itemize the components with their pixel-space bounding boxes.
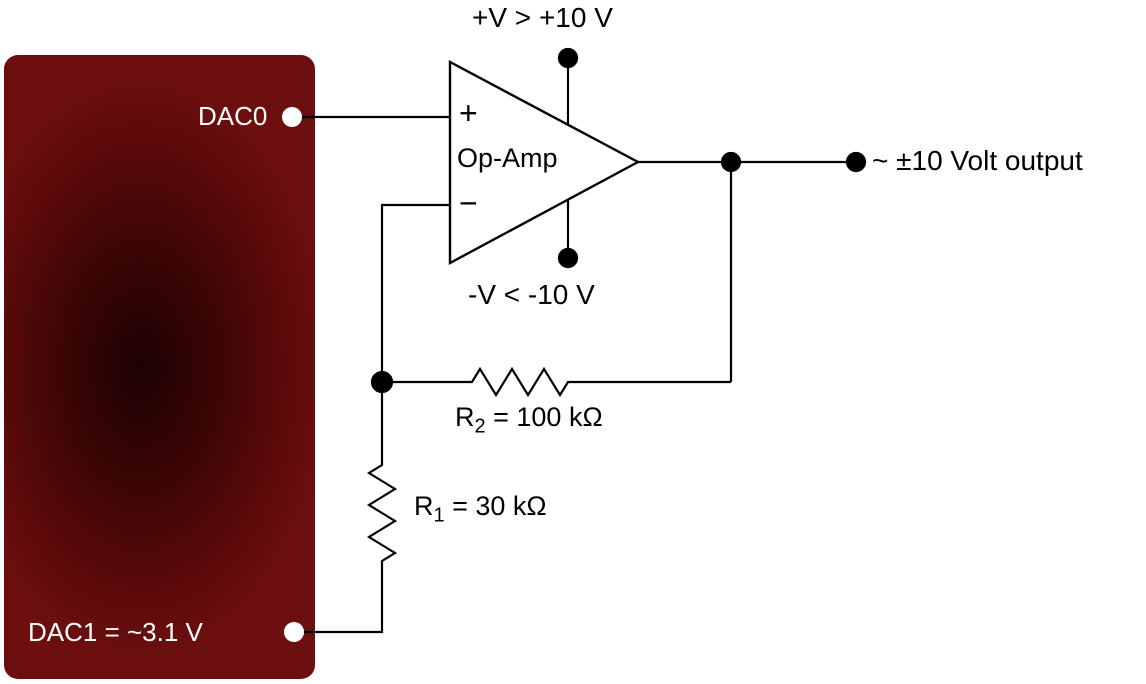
dac0-terminal xyxy=(282,107,302,127)
resistor-r1-subscript: 1 xyxy=(433,504,445,527)
resistor-r2-value: = 100 kΩ xyxy=(485,402,603,432)
dac1-label: DAC1 = ~3.1 V xyxy=(28,617,203,647)
dac1-terminal xyxy=(284,622,304,642)
opamp-minus-input-label: − xyxy=(459,185,478,221)
wire-feedback-to-inverting-input xyxy=(380,203,450,382)
dac0-label: DAC0 xyxy=(198,101,268,131)
resistor-r2-subscript: 2 xyxy=(474,415,486,438)
output-junction-dot xyxy=(720,151,742,173)
resistor-r2-name: R xyxy=(455,402,475,432)
opamp-triangle xyxy=(448,60,641,266)
dac-device-board xyxy=(4,55,315,679)
positive-supply-label: +V > +10 V xyxy=(472,2,613,33)
feedback-junction-dot xyxy=(370,370,394,394)
resistor-r2-symbol xyxy=(462,366,578,398)
wire-r1-to-dac1 xyxy=(294,571,384,634)
power-positive-dot xyxy=(557,47,579,69)
power-negative-dot xyxy=(557,247,579,269)
resistor-r1-name: R xyxy=(414,491,434,521)
opamp-name-label: Op-Amp xyxy=(457,143,558,173)
resistor-r1-value: = 30 kΩ xyxy=(444,491,547,521)
opamp-plus-input-label: + xyxy=(459,95,478,131)
resistor-r2-label: R2 = 100 kΩ xyxy=(455,402,603,436)
output-terminal-dot xyxy=(845,151,867,173)
output-label: ~ ±10 Volt output xyxy=(872,145,1083,176)
negative-supply-label: -V < -10 V xyxy=(468,279,595,310)
resistor-r1-label: R1 = 30 kΩ xyxy=(414,491,547,525)
resistor-r1-symbol xyxy=(366,455,398,571)
